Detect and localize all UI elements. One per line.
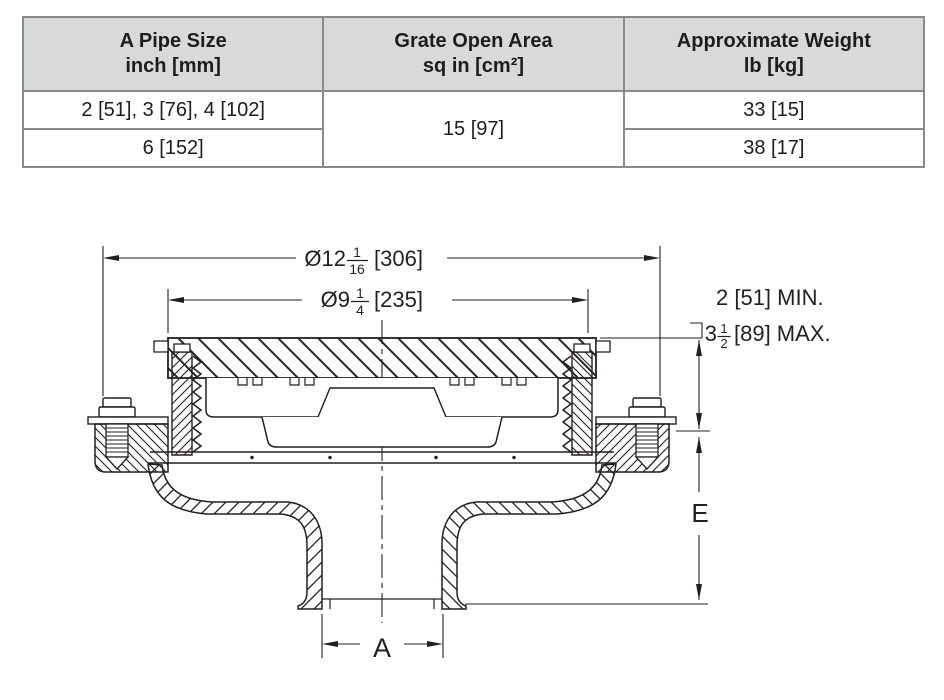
col-header-line2: inch [mm] [125, 55, 221, 77]
dimension-height-adjust: 2 [51] MIN. 3 1 2 [89] MAX. [600, 285, 831, 432]
dim-e-label: E [691, 498, 708, 528]
dim-grate-diameter-label: Ø9 [321, 287, 350, 312]
body-rim-lines [148, 451, 616, 464]
table-header-row: A Pipe Size inch [mm] Grate Open Area sq… [21, 16, 926, 92]
max-height-fraction-denominator: 2 [720, 336, 727, 351]
grate-slots [237, 378, 527, 386]
table-row: 2 [51], 3 [76], 4 [102] 15 [97] 33 [15] [21, 90, 926, 168]
dim-outer-mm-label: [306] [374, 246, 423, 271]
arrowhead-left-icon [322, 641, 338, 647]
arrowhead-up-icon [696, 437, 702, 453]
dim-outer-diameter-label: Ø12 [304, 246, 346, 271]
dim-outer-fraction-numerator: 1 [353, 244, 361, 260]
sediment-bucket [261, 416, 503, 448]
arrowhead-right-icon [644, 255, 660, 261]
col-header-line1: Grate Open Area [394, 30, 553, 52]
col-header-grate-open-area: Grate Open Area sq in [cm²] [322, 16, 625, 92]
dimension-outer-diameter: Ø12 1 16 [306] [102, 244, 661, 396]
col-header-pipe-size: A Pipe Size inch [mm] [21, 16, 325, 92]
col-header-line1: A Pipe Size [119, 30, 227, 52]
min-height-label: 2 [51] MIN. [716, 285, 824, 310]
dimension-a: A [321, 614, 444, 663]
outlet-socket-detail [322, 598, 442, 609]
arrowhead-right-icon [427, 641, 443, 647]
table-row: 6 [152] 38 [17] [21, 128, 926, 168]
arrowhead-up-icon [696, 340, 702, 356]
col-header-line2: lb [kg] [743, 55, 804, 77]
dim-grate-mm-label: [235] [374, 287, 423, 312]
arrowhead-left-icon [103, 255, 119, 261]
pipe-size-cell: 2 [51], 3 [76], 4 [102] [21, 90, 325, 130]
dim-a-label: A [373, 633, 391, 663]
col-header-line1: Approximate Weight [676, 30, 871, 52]
spec-table: A Pipe Size inch [mm] Grate Open Area sq… [21, 16, 926, 168]
arrowhead-down-icon [696, 413, 702, 429]
max-height-label: 3 [705, 321, 717, 346]
pipe-size-cell: 6 [152] [21, 128, 325, 168]
dimension-grate-diameter: Ø9 1 4 [235] [167, 285, 589, 333]
col-header-line2: sq in [cm²] [422, 55, 525, 77]
dim-grate-fraction-numerator: 1 [356, 285, 364, 301]
grate-assembly [148, 337, 616, 464]
max-height-fraction-numerator: 1 [720, 321, 727, 336]
max-height-mm-label: [89] MAX. [734, 321, 831, 346]
grate-open-area-cell: 15 [97] [322, 90, 625, 168]
grate-dome [317, 387, 447, 418]
arrowhead-down-icon [696, 584, 702, 600]
weep-holes [250, 455, 516, 460]
grate-slab-section [167, 337, 597, 379]
dimension-e: E [465, 437, 709, 605]
col-header-approx-weight: Approximate Weight lb [kg] [622, 16, 926, 92]
dim-grate-fraction-denominator: 4 [356, 302, 364, 318]
dim-outer-fraction-denominator: 16 [349, 261, 365, 277]
arrowhead-left-icon [168, 297, 184, 303]
arrowhead-right-icon [572, 297, 588, 303]
weight-cell: 33 [15] [622, 90, 926, 130]
weight-cell: 38 [17] [622, 128, 926, 168]
